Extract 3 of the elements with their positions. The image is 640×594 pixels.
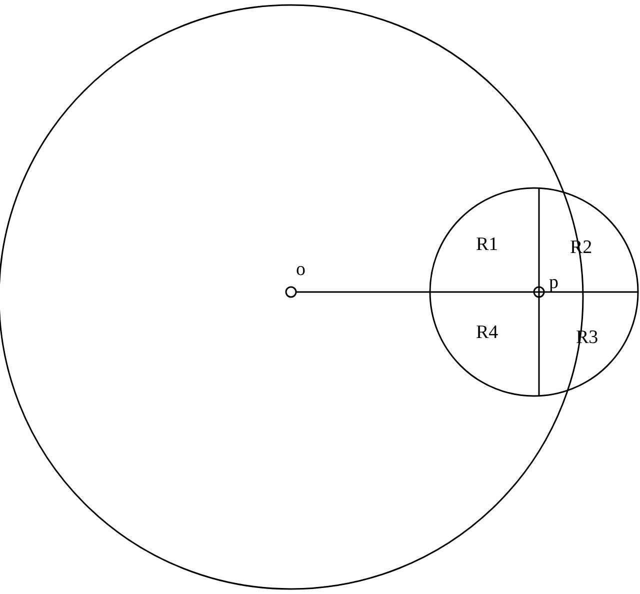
region-label: R4 <box>476 323 498 343</box>
point-label: o <box>296 260 306 280</box>
region-label: R1 <box>476 235 498 255</box>
